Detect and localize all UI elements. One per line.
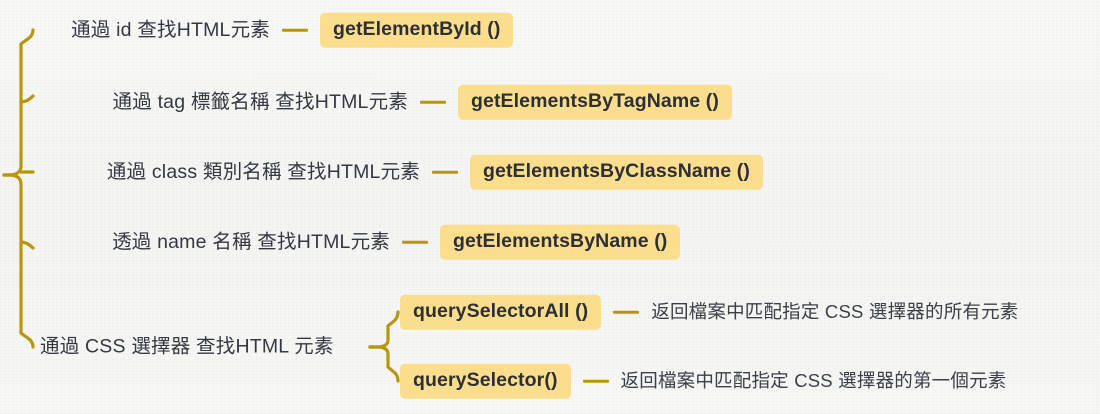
- connector-dash-icon: [402, 240, 428, 244]
- method-badge-querySelector[interactable]: querySelector(): [400, 363, 571, 399]
- method-badge-getElementsByName[interactable]: getElementsByName (): [440, 224, 681, 260]
- method-badge-getElementById[interactable]: getElementById (): [320, 12, 514, 48]
- connector-dash-icon: [282, 28, 308, 32]
- branch-by-tag-label: 通過 tag 標籤名稱 查找HTML元素: [112, 90, 408, 113]
- branch-query-selector-all[interactable]: querySelectorAll () 返回檔案中匹配指定 CSS 選擇器的所有…: [400, 294, 1019, 330]
- branch-by-css-selector[interactable]: 通過 CSS 選擇器 查找HTML 元素: [40, 337, 334, 357]
- connector-dash-icon: [582, 379, 609, 383]
- connector-dash-icon: [420, 100, 446, 104]
- branch-by-name[interactable]: 透過 name 名稱 查找HTML元素 getElementsByName (): [112, 224, 681, 260]
- connector-dash-icon: [613, 310, 640, 314]
- connector-dash-icon: [432, 170, 458, 174]
- method-badge-getElementsByClassName[interactable]: getElementsByClassName (): [470, 154, 763, 190]
- description-query-selector-all: 返回檔案中匹配指定 CSS 選擇器的所有元素: [651, 300, 1019, 322]
- branch-by-css-selector-label: 通過 CSS 選擇器 查找HTML 元素: [40, 335, 334, 358]
- branch-by-id-label: 通過 id 查找HTML元素: [71, 18, 270, 41]
- branch-by-tag[interactable]: 通過 tag 標籤名稱 查找HTML元素 getElementsByTagNam…: [112, 84, 732, 120]
- method-badge-getElementsByTagName[interactable]: getElementsByTagName (): [458, 84, 732, 120]
- branch-by-class[interactable]: 通過 class 類別名稱 查找HTML元素 getElementsByClas…: [106, 154, 763, 190]
- branch-by-id[interactable]: 通過 id 查找HTML元素 getElementById (): [71, 12, 514, 48]
- branch-by-class-label: 通過 class 類別名稱 查找HTML元素: [106, 160, 420, 183]
- branch-query-selector[interactable]: querySelector() 返回檔案中匹配指定 CSS 選擇器的第一個元素: [400, 363, 1007, 399]
- branch-by-name-label: 透過 name 名稱 查找HTML元素: [112, 230, 390, 253]
- method-badge-querySelectorAll[interactable]: querySelectorAll (): [400, 294, 602, 330]
- description-query-selector: 返回檔案中匹配指定 CSS 選擇器的第一個元素: [620, 369, 1007, 391]
